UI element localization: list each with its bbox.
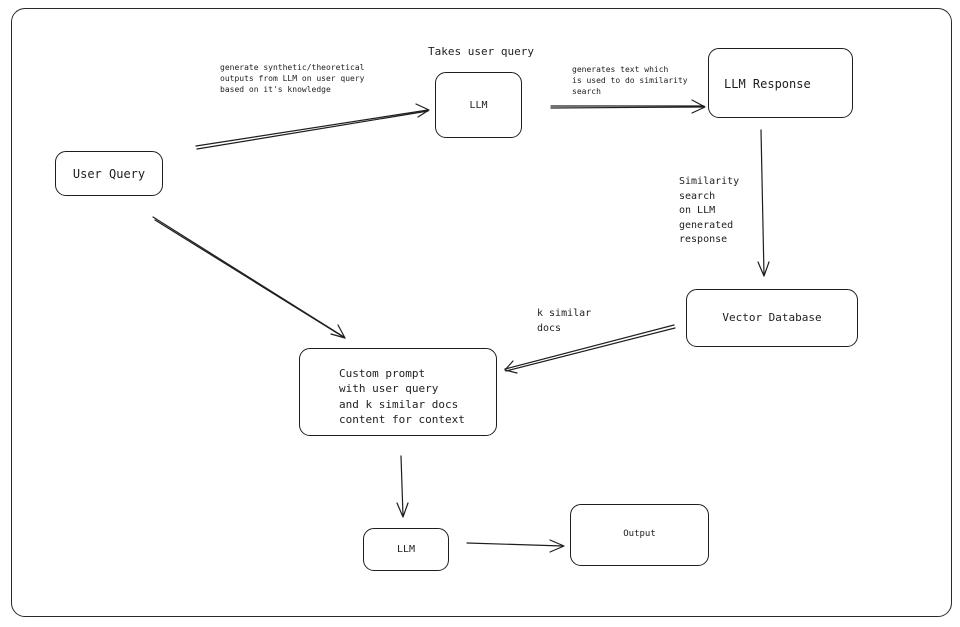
node-user-query[interactable]: User Query (55, 151, 163, 196)
node-label: Custom prompt with user query and k simi… (339, 367, 465, 427)
node-output[interactable]: Output (570, 504, 709, 566)
node-llm-bottom[interactable]: LLM (363, 528, 449, 571)
node-label: LLM (396, 544, 416, 555)
annotation-similarity-search: Similarity search on LLM generated respo… (679, 176, 740, 245)
node-label: User Query (72, 166, 146, 181)
annotation-generates-text: generates text which is used to do simil… (572, 65, 688, 97)
canvas-frame (11, 8, 952, 617)
node-label: Vector Database (722, 310, 822, 324)
node-label: LLM (469, 99, 488, 111)
node-label: Output (623, 529, 656, 539)
node-llm-response[interactable]: LLM Response (708, 48, 853, 118)
node-vector-database[interactable]: Vector Database (686, 289, 858, 347)
node-custom-prompt[interactable]: Custom prompt with user query and k simi… (299, 348, 497, 436)
node-label: LLM Response (724, 77, 811, 91)
annotation-k-similar-docs: k similar docs (537, 308, 592, 334)
annotation-generate-synthetic: generate synthetic/theoretical outputs f… (220, 63, 365, 95)
annotation-takes-user-query: Takes user query (428, 45, 534, 58)
node-llm-top[interactable]: LLM (435, 72, 522, 138)
